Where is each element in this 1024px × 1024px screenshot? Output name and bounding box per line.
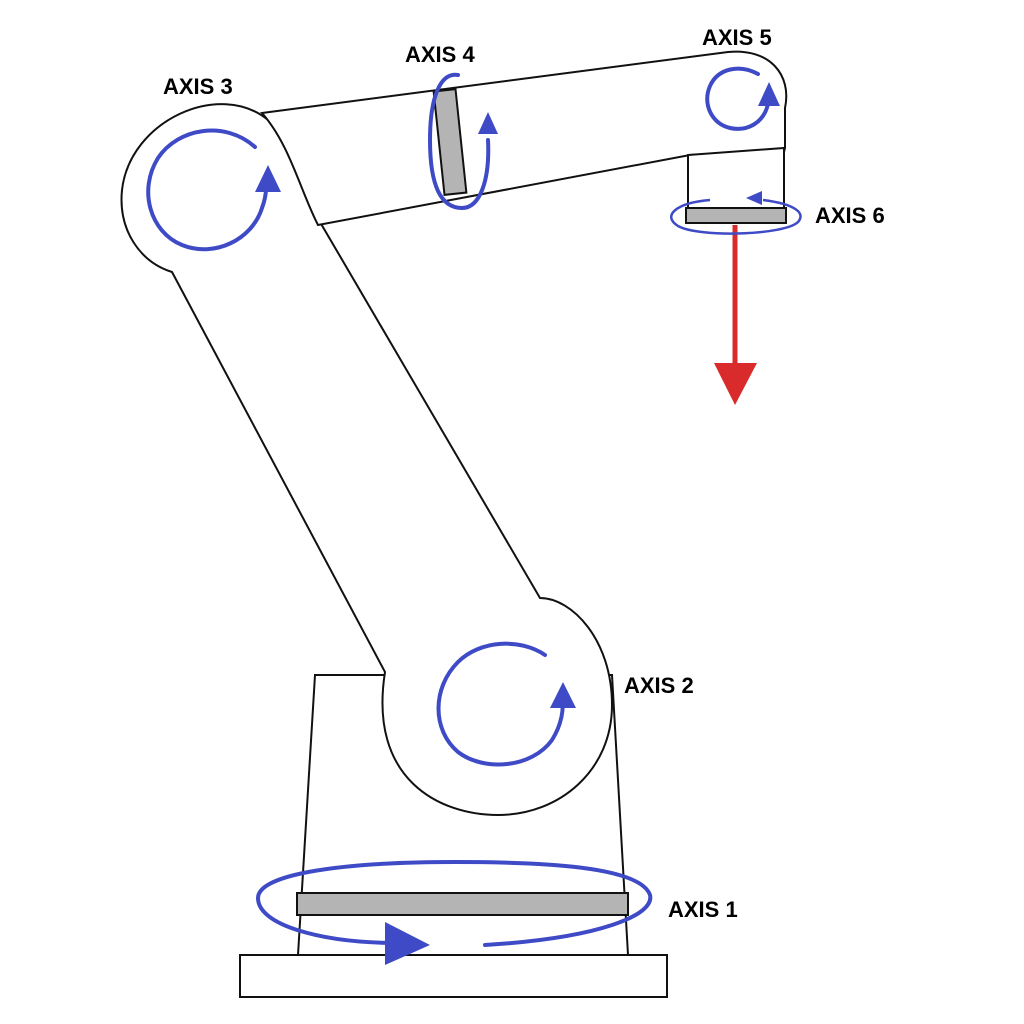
axis-3-rotation-arrow bbox=[146, 128, 268, 252]
axis-1-label: AXIS 1 bbox=[668, 897, 738, 922]
tool-direction-arrowhead bbox=[714, 363, 757, 405]
axis-5-arrowhead bbox=[758, 82, 780, 106]
axis-3-arrowhead bbox=[255, 165, 281, 192]
axis-6-label: AXIS 6 bbox=[815, 203, 885, 228]
axis-2-label: AXIS 2 bbox=[624, 673, 694, 698]
axis-6-rotation-arrow bbox=[670, 198, 802, 235]
axis-4-arrowhead bbox=[478, 112, 498, 134]
axis-2-arrowhead bbox=[550, 682, 576, 708]
base-foot bbox=[239, 954, 668, 998]
axis-1-arrowhead bbox=[385, 922, 430, 965]
axis-6-arrowhead bbox=[746, 191, 762, 205]
axis-1-rotation-arrow bbox=[255, 859, 653, 947]
axis-2-rotation-arrow bbox=[436, 641, 565, 767]
axis-1-plate bbox=[296, 892, 629, 916]
axis-6-flange bbox=[685, 207, 787, 224]
axis-4-label: AXIS 4 bbox=[405, 42, 475, 67]
axis-5-rotation-arrow bbox=[705, 66, 770, 131]
axis-3-label: AXIS 3 bbox=[163, 74, 233, 99]
lower-arm bbox=[120, 103, 614, 817]
axis-5-label: AXIS 5 bbox=[702, 25, 772, 50]
axis-4-plate bbox=[432, 88, 468, 196]
axis-4-rotation-arrow bbox=[427, 72, 491, 211]
